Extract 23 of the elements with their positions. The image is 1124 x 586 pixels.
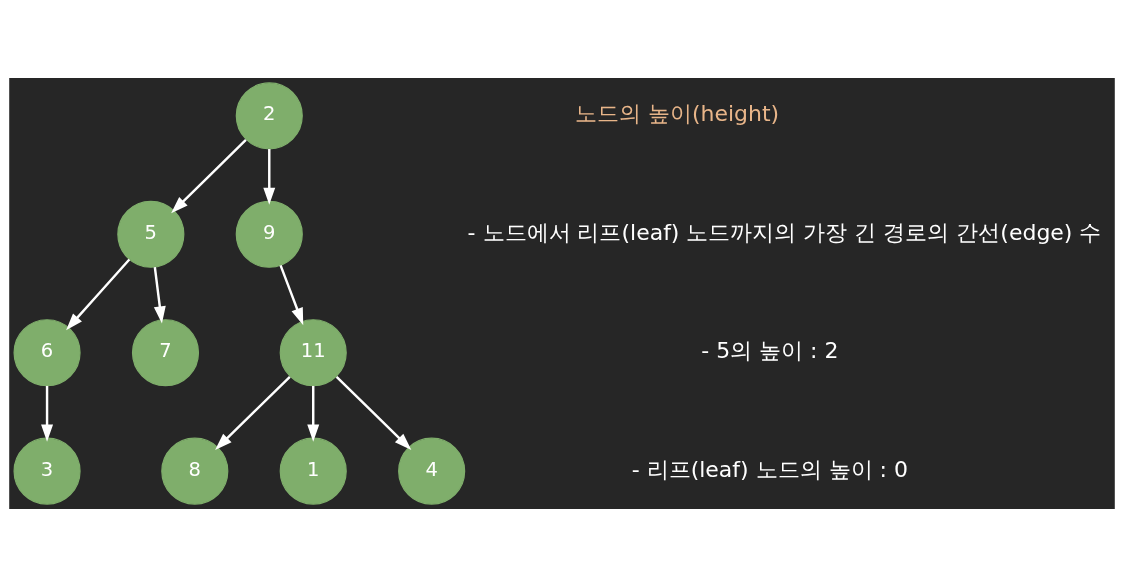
- arrow: [335, 375, 412, 450]
- arrow: [215, 375, 291, 450]
- node-circle: 5: [117, 200, 185, 268]
- arrow: [153, 266, 166, 323]
- arrow: [263, 148, 276, 205]
- node-circle: 7: [131, 318, 200, 386]
- arrow: [66, 258, 131, 330]
- node-circle: 4: [398, 437, 466, 505]
- arrow: [41, 385, 54, 442]
- node-circle: 6: [13, 318, 81, 386]
- node-circle: 8: [161, 437, 229, 505]
- node-circle: 1: [279, 437, 347, 505]
- label: 노드의 높이(height): [575, 100, 780, 126]
- node-circle: 2: [235, 81, 303, 149]
- node-circle: 9: [235, 200, 303, 268]
- label: - 5의 높이 : 2: [701, 337, 839, 363]
- arrow: [307, 385, 320, 442]
- label: - 리프(leaf) 노드의 높이 : 0: [631, 456, 908, 482]
- label: - 노드에서 리프(leaf) 노드까지의 가장 긴 경로의 간선(edge) 수: [467, 219, 1102, 245]
- arrow: [279, 264, 304, 325]
- arrow: [171, 138, 247, 213]
- node-circle: 11: [279, 318, 347, 386]
- node-circle: 3: [13, 437, 81, 505]
